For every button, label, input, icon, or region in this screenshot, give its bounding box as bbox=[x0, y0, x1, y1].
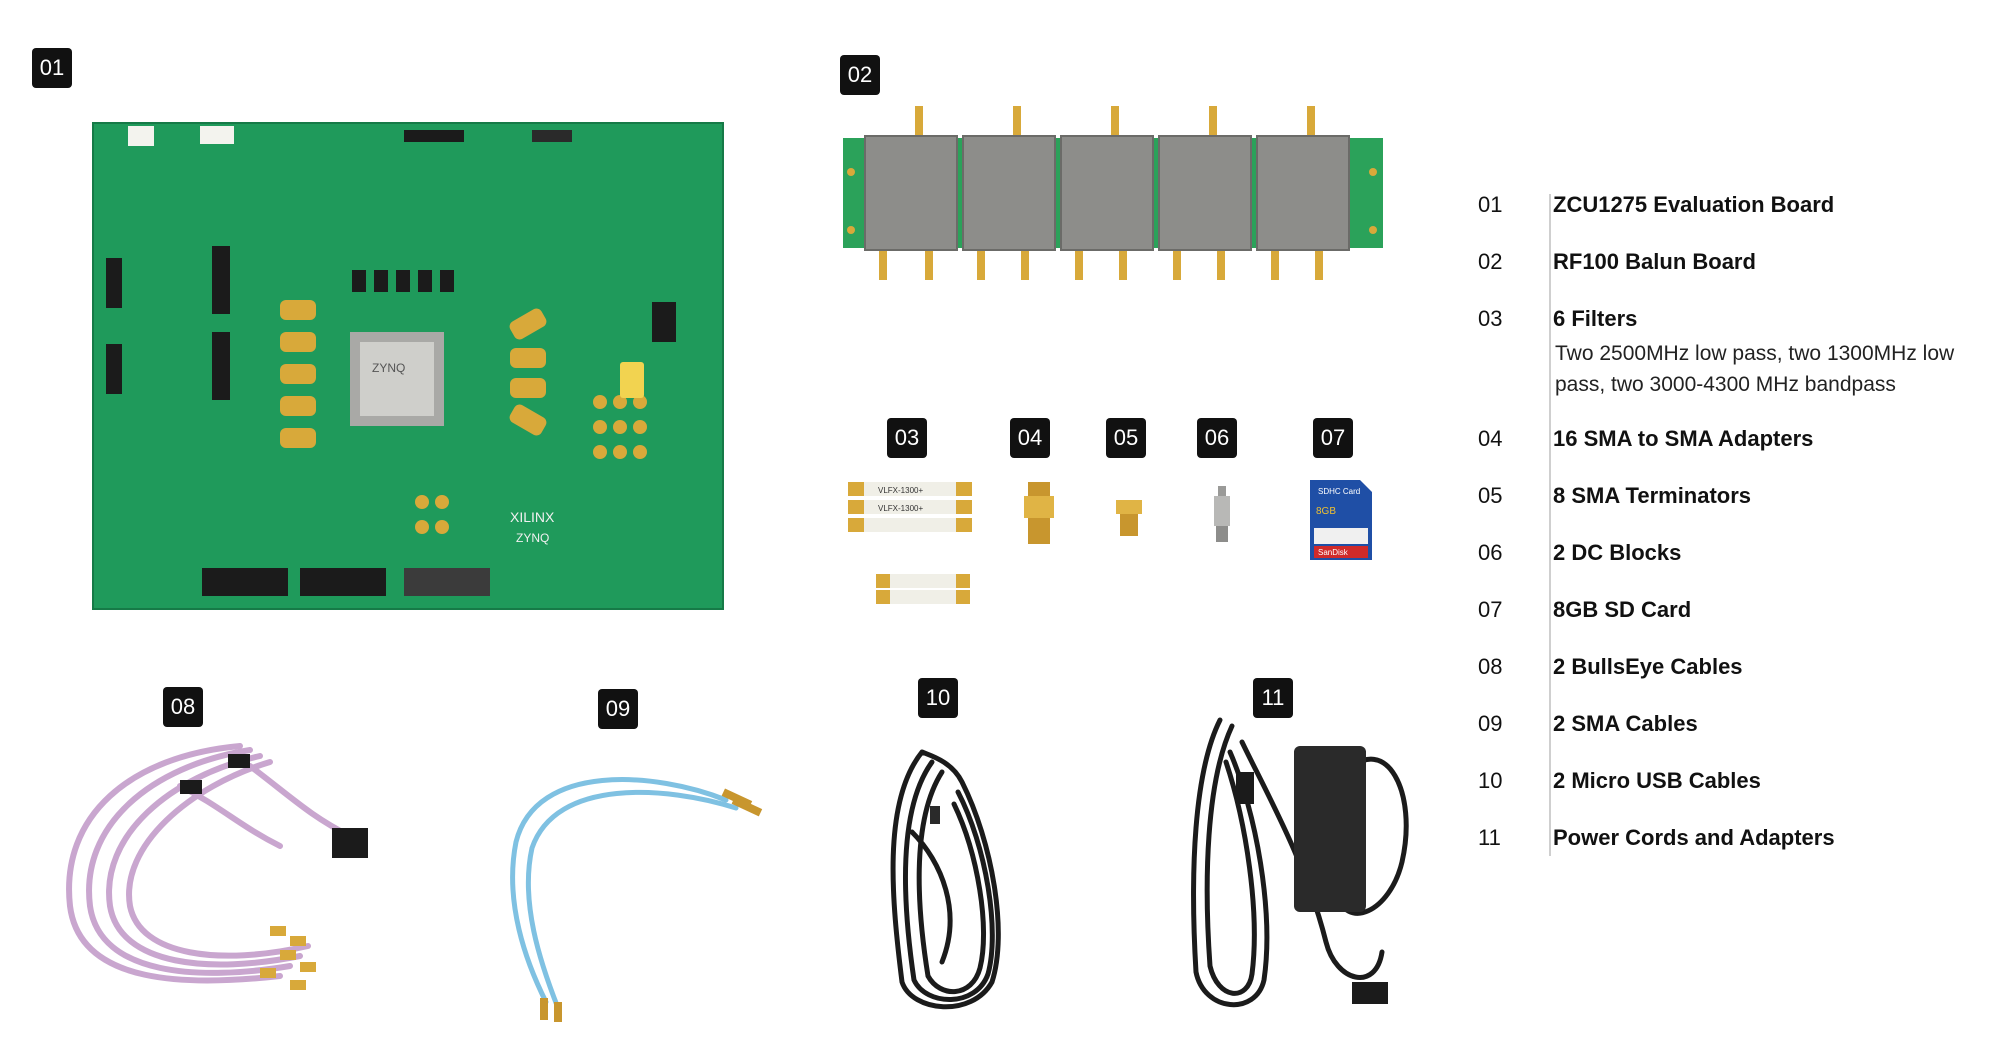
legend-number: 02 bbox=[1478, 249, 1503, 274]
legend-label: 2 SMA Cables bbox=[1553, 711, 1698, 736]
chip-label: ZYNQ bbox=[372, 361, 405, 375]
sma-adapter-photo bbox=[1024, 482, 1054, 544]
legend-number: 08 bbox=[1478, 654, 1503, 679]
legend-divider bbox=[1549, 194, 1551, 856]
badge-04: 04 bbox=[1010, 418, 1050, 458]
badge-10: 10 bbox=[918, 678, 958, 718]
legend-label: 8 SMA Terminators bbox=[1553, 483, 1752, 508]
legend-label: 2 DC Blocks bbox=[1553, 540, 1682, 565]
legend-number: 04 bbox=[1478, 426, 1503, 451]
legend-label: 6 Filters bbox=[1553, 306, 1638, 331]
legend-number: 03 bbox=[1478, 306, 1503, 331]
board-chip-print: ZYNQ bbox=[516, 531, 549, 545]
legend-number: 10 bbox=[1478, 768, 1503, 793]
filters-photo: VLFX-1300+ VLFX-1300+ bbox=[848, 482, 972, 604]
badge-07: 07 bbox=[1313, 418, 1353, 458]
badge-09: 09 bbox=[598, 689, 638, 729]
badge-08: 08 bbox=[163, 687, 203, 727]
sd-card-capacity: 8GB bbox=[1316, 506, 1336, 517]
legend-label: RF100 Balun Board bbox=[1553, 249, 1756, 274]
power-adapter-photo bbox=[1191, 717, 1409, 1007]
sma-terminator-photo bbox=[1116, 500, 1142, 536]
badge-06: 06 bbox=[1197, 418, 1237, 458]
legend-label: Power Cords and Adapters bbox=[1553, 825, 1835, 850]
badge-01: 01 bbox=[32, 48, 72, 88]
badge-02: 02 bbox=[840, 55, 880, 95]
filter-print-2: VLFX-1300+ bbox=[878, 504, 923, 513]
balun-board-photo bbox=[843, 106, 1383, 280]
legend-number: 05 bbox=[1478, 483, 1503, 508]
sd-card-photo: SDHC Card 8GB SanDisk bbox=[1310, 480, 1372, 560]
legend-number: 09 bbox=[1478, 711, 1503, 736]
legend-number: 07 bbox=[1478, 597, 1503, 622]
badge-05: 05 bbox=[1106, 418, 1146, 458]
sd-card-type: SDHC Card bbox=[1318, 487, 1360, 496]
legend-number: 06 bbox=[1478, 540, 1503, 565]
legend-label: 16 SMA to SMA Adapters bbox=[1553, 426, 1814, 451]
legend-label: ZCU1275 Evaluation Board bbox=[1553, 192, 1835, 217]
legend-label: 8GB SD Card bbox=[1553, 597, 1692, 622]
legend-label: 2 BullsEye Cables bbox=[1553, 654, 1743, 679]
bullseye-cables-photo bbox=[66, 743, 368, 990]
legend-number: 01 bbox=[1478, 192, 1503, 217]
evaluation-board-photo: ZYNQ XILINX ZYNQ bbox=[92, 122, 724, 610]
micro-usb-cables-photo bbox=[890, 749, 1001, 1010]
legend-number: 11 bbox=[1478, 825, 1501, 850]
sd-card-brand: SanDisk bbox=[1318, 548, 1349, 557]
badge-11: 11 bbox=[1253, 678, 1293, 718]
filter-print-1: VLFX-1300+ bbox=[878, 486, 923, 495]
board-brand-label: XILINX bbox=[510, 509, 555, 525]
badge-03: 03 bbox=[887, 418, 927, 458]
legend-label: 2 Micro USB Cables bbox=[1553, 768, 1761, 793]
sma-cables-photo bbox=[510, 777, 763, 1022]
dc-block-photo bbox=[1214, 486, 1230, 542]
legend-description: Two 2500MHz low pass, two 1300MHz low pa… bbox=[1555, 342, 1955, 396]
